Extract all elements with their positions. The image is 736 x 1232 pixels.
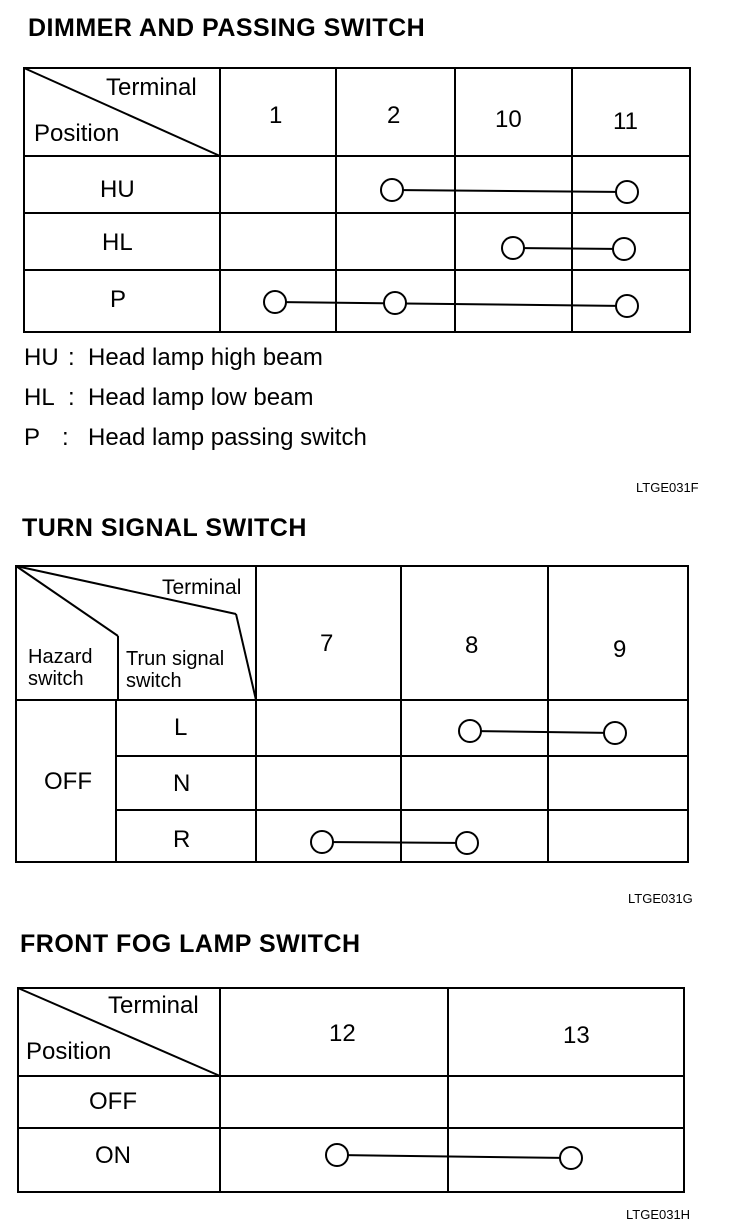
turn-signal-header-line1: Trun signal	[126, 648, 225, 670]
fog-terminal-12: 12	[329, 1020, 356, 1047]
legend-abbr: P	[24, 424, 41, 451]
turn-hazard-header: Hazard switch	[28, 646, 92, 690]
legend-row-p: P: Head lamp passing switch	[24, 424, 367, 452]
on-terminal-13-circle	[559, 1146, 583, 1170]
legend-abbr: HL	[24, 384, 55, 411]
dimmer-row-hl: HL	[102, 229, 133, 256]
fog-terminal-13: 13	[563, 1022, 590, 1049]
turn-figure-code: LTGE031G	[628, 891, 693, 906]
dimmer-terminal-11: 11	[613, 108, 638, 135]
legend-abbr: HU	[24, 344, 59, 371]
dimmer-terminal-2: 2	[387, 102, 401, 129]
hu-connection-line	[391, 189, 628, 193]
legend-sep: :	[68, 344, 75, 371]
turn-table-border	[15, 565, 689, 863]
turn-signal-switch-title: TURN SIGNAL SWITCH	[22, 514, 307, 542]
fog-figure-code: LTGE031H	[626, 1207, 691, 1222]
dimmer-row-hu: HU	[100, 176, 135, 203]
l-connection-line	[469, 730, 616, 734]
hu-terminal-11-circle	[615, 180, 639, 204]
dimmer-terminal-10: 10	[495, 106, 522, 133]
l-terminal-8-circle	[458, 719, 482, 743]
turn-row-n: N	[173, 770, 191, 797]
turn-signal-header: Trun signal switch	[126, 648, 224, 692]
turn-hazard-header-line1: Hazard	[28, 646, 93, 668]
legend-row-hl: HL: Head lamp low beam	[24, 384, 313, 412]
turn-header-diagonal-a	[15, 565, 119, 637]
dimmer-row-p: P	[110, 286, 127, 313]
r-connection-line	[321, 841, 468, 844]
turn-terminal-8: 8	[465, 632, 479, 659]
p-terminal-11-circle	[615, 294, 639, 318]
turn-terminal-7: 7	[320, 630, 334, 657]
dimmer-table-border	[23, 67, 691, 333]
turn-signal-header-line2: switch	[126, 670, 182, 692]
fog-row-off: OFF	[89, 1088, 137, 1115]
turn-row-l: L	[174, 714, 188, 741]
p-terminal-1-circle	[263, 290, 287, 314]
hl-terminal-10-circle	[501, 236, 525, 260]
fog-position-header: Position	[26, 1038, 112, 1065]
legend-sep: :	[68, 384, 75, 411]
dimmer-terminal-header: Terminal	[106, 74, 197, 101]
turn-row-r: R	[173, 826, 191, 853]
fog-table-border	[17, 987, 685, 1193]
r-terminal-7-circle	[310, 830, 334, 854]
legend-text: Head lamp low beam	[88, 384, 314, 411]
hl-terminal-11-circle	[612, 237, 636, 261]
r-terminal-8-circle	[455, 831, 479, 855]
dimmer-switch-title: DIMMER AND PASSING SWITCH	[28, 14, 426, 42]
dimmer-position-header: Position	[34, 120, 120, 147]
turn-header-diagonal-b	[15, 565, 237, 615]
dimmer-terminal-1: 1	[269, 102, 283, 129]
fog-terminal-header: Terminal	[108, 992, 199, 1019]
p-connection-line	[274, 301, 628, 307]
turn-terminal-9: 9	[613, 636, 627, 663]
turn-hazard-off: OFF	[44, 768, 92, 795]
legend-sep: :	[62, 424, 69, 451]
dimmer-figure-code: LTGE031F	[636, 480, 699, 495]
legend-text: Head lamp high beam	[88, 344, 323, 371]
fog-header-diagonal	[17, 987, 221, 1077]
hl-connection-line	[512, 247, 625, 250]
turn-terminal-header: Terminal	[162, 576, 242, 599]
turn-hazard-header-line2: switch	[28, 668, 84, 690]
on-connection-line	[336, 1154, 572, 1159]
legend-row-hu: HU: Head lamp high beam	[24, 344, 323, 372]
p-terminal-2-circle	[383, 291, 407, 315]
legend-text: Head lamp passing switch	[88, 424, 367, 451]
l-terminal-9-circle	[603, 721, 627, 745]
fog-row-on: ON	[95, 1142, 131, 1169]
fog-lamp-switch-title: FRONT FOG LAMP SWITCH	[20, 930, 361, 958]
hu-terminal-2-circle	[380, 178, 404, 202]
on-terminal-12-circle	[325, 1143, 349, 1167]
dimmer-header-diagonal	[23, 67, 221, 157]
